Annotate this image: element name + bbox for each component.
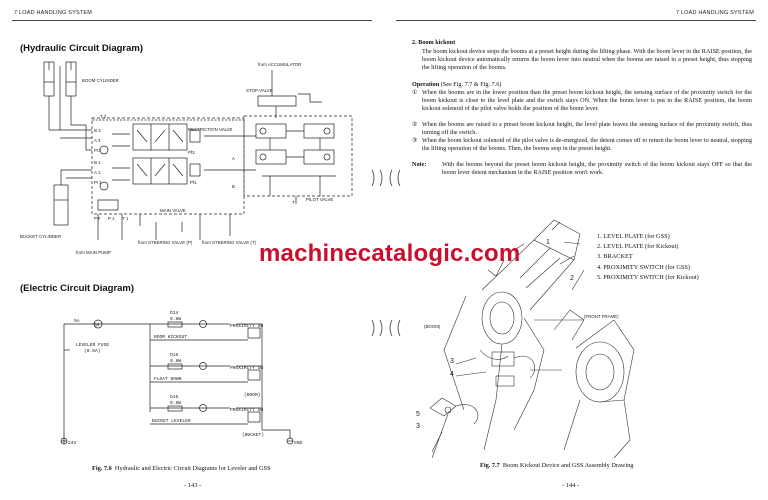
binding-marks xyxy=(371,169,401,187)
binding-marks-lower xyxy=(371,319,401,337)
svg-text:FLOAT DOWN: FLOAT DOWN xyxy=(154,376,182,382)
svg-text:BUCKET LEVELER: BUCKET LEVELER xyxy=(152,418,191,424)
boom-kickout-intro: The boom kickout device stops the booms … xyxy=(422,48,752,71)
operation-heading-line: Operation (See Fig. 7.7 & Fig. 7.6) xyxy=(412,81,752,89)
svg-text:B 3: B 3 xyxy=(94,128,101,133)
bucket-cylinder xyxy=(53,184,69,226)
svg-text:3: 3 xyxy=(450,358,454,365)
right-figure-label: Fig. 7.7 xyxy=(480,462,500,469)
svg-text:BOOM CYLINDER: BOOM CYLINDER xyxy=(82,78,119,83)
svg-text:A: A xyxy=(232,156,235,161)
svg-text:5A: 5A xyxy=(74,318,80,324)
svg-text:PROXIMITY SW: PROXIMITY SW xyxy=(230,365,263,371)
step-3-mark: ③ xyxy=(412,137,418,144)
operation-reference: (See Fig. 7.7 & Fig. 7.6) xyxy=(439,81,502,88)
left-figure-label: Fig. 7.6 xyxy=(92,465,112,472)
svg-text:0.8W: 0.8W xyxy=(170,316,181,322)
svg-text:MAIN VALVE: MAIN VALVE xyxy=(160,208,186,213)
svg-text:0.8W: 0.8W xyxy=(170,358,181,364)
parts-list: 1. LEVEL PLATE (for GSS) 2. LEVEL PLATE … xyxy=(597,232,699,283)
hydraulic-diagram-title: (Hydraulic Circuit Diagram) xyxy=(20,43,143,54)
svg-text:Pf3: Pf3 xyxy=(188,150,195,155)
svg-text:PROXIMITY SW: PROXIMITY SW xyxy=(230,323,263,329)
parts-list-item: 2. LEVEL PLATE (for Kickout) xyxy=(597,243,679,251)
valve-spool-2 xyxy=(132,157,188,185)
operation-step-1: When the booms are in the lower position… xyxy=(422,89,752,112)
svg-text:BUCKET CYLINDER: BUCKET CYLINDER xyxy=(20,234,61,239)
svg-text:from STEERING VALVE (P): from STEERING VALVE (P) xyxy=(138,240,193,245)
electric-circuit-diagram: 5A Q4 LEVELER FUSE (0.5A) D14 D15 D16 0.… xyxy=(60,310,303,446)
svg-text:LEVELER FUSE: LEVELER FUSE xyxy=(76,342,109,348)
right-page: 7 LOAD HANDLING SYSTEM 2. Boom kickout T… xyxy=(384,0,768,500)
svg-text:2: 2 xyxy=(570,275,574,282)
left-running-header: 7 LOAD HANDLING SYSTEM xyxy=(14,10,93,16)
operation-step-2: When the booms are raised to a preset bo… xyxy=(422,121,752,136)
right-running-header: 7 LOAD HANDLING SYSTEM xyxy=(675,10,754,16)
right-page-number: - 144 - xyxy=(562,482,580,489)
svg-text:24V: 24V xyxy=(68,440,77,446)
svg-text:BOOM KICKOUT: BOOM KICKOUT xyxy=(154,334,187,340)
svg-text:GND: GND xyxy=(294,440,303,446)
step-1-mark: ① xyxy=(412,89,418,96)
svg-text:T: T xyxy=(292,200,295,205)
left-header-rule xyxy=(12,20,372,21)
svg-text:Pi 1: Pi 1 xyxy=(94,180,102,185)
svg-text:0.8W: 0.8W xyxy=(170,400,181,406)
left-page: 7 LOAD HANDLING SYSTEM (Hydraulic Circui… xyxy=(12,10,372,489)
main-valve-outline xyxy=(91,117,245,215)
right-header-rule xyxy=(396,20,756,21)
note-text: With the booms beyond the preset boom ki… xyxy=(442,161,752,176)
svg-text:Pr3: Pr3 xyxy=(94,148,101,153)
svg-text:5: 5 xyxy=(416,411,420,418)
svg-text:T 2: T 2 xyxy=(100,114,107,119)
parts-list-item: 5. PROXIMITY SWITCH (for Kickout) xyxy=(597,273,699,281)
svg-text:from ACCUMULATOR: from ACCUMULATOR xyxy=(258,62,301,67)
svg-text:D14: D14 xyxy=(170,310,179,316)
valve-spool-1 xyxy=(132,123,188,151)
operation-heading: Operation xyxy=(412,81,440,88)
svg-text:1: 1 xyxy=(546,239,550,246)
operation-step-3: When the boom kickout solenoid of the pi… xyxy=(422,137,752,152)
right-figure-caption: Fig. 7.7 Boom Kickout Device and GSS Ass… xyxy=(480,462,633,469)
parts-list-item: 1. LEVEL PLATE (for GSS) xyxy=(597,233,670,240)
left-page-number: - 143 - xyxy=(184,482,202,489)
svg-text:STOP VALVE: STOP VALVE xyxy=(246,88,273,93)
electric-diagram-title: (Electric Circuit Diagram) xyxy=(20,283,135,294)
svg-text:B: B xyxy=(232,184,235,189)
svg-text:D16: D16 xyxy=(170,394,179,400)
svg-text:(0.5A): (0.5A) xyxy=(84,348,101,354)
svg-text:(BOOM): (BOOM) xyxy=(244,392,261,398)
svg-text:D15: D15 xyxy=(170,352,179,358)
svg-text:(BOOM): (BOOM) xyxy=(424,324,441,329)
svg-text:A 1: A 1 xyxy=(94,170,101,175)
svg-text:from MAIN PUMP: from MAIN PUMP xyxy=(76,250,111,255)
svg-text:B 1: B 1 xyxy=(94,160,101,165)
parts-list-item: 3. BRACKET xyxy=(597,253,633,261)
left-figure-caption: Fig. 7.6 Hydraulic and Electric Circuit … xyxy=(92,465,271,472)
svg-text:3: 3 xyxy=(416,423,420,430)
hydraulic-circuit-diagram: BOOM CYLINDER from ACCUMULATOR STOP VALV… xyxy=(20,61,353,255)
watermark-text: machinecatalogic.com xyxy=(259,240,521,267)
boom-kickout-assembly-drawing: (FRONT FRAME) (BOOM) 1 2 3 4 5 3 xyxy=(416,219,635,459)
boom-kickout-heading: 2. Boom kickout xyxy=(412,39,456,46)
right-figure-text: Boom Kickout Device and GSS Assembly Dra… xyxy=(502,462,634,469)
parts-list-item: 4. PROXIMITY SWITCH (for GSS) xyxy=(597,263,690,271)
svg-text:from STEERING VALVE (T): from STEERING VALVE (T) xyxy=(202,240,257,245)
svg-text:A 3: A 3 xyxy=(94,138,101,143)
svg-text:RESTRICTION VALVE: RESTRICTION VALVE xyxy=(188,127,233,132)
step-2-mark: ② xyxy=(412,121,418,128)
svg-text:PILOT VALVE: PILOT VALVE xyxy=(306,197,333,202)
pilot-valve-outline xyxy=(243,115,353,197)
svg-text:Q4: Q4 xyxy=(94,322,100,328)
svg-text:(FRONT FRAME): (FRONT FRAME) xyxy=(584,314,619,319)
left-figure-text: Hydraulic and Electric Circuit Diagrams … xyxy=(114,465,271,472)
note-label: Note: xyxy=(412,161,427,168)
svg-text:4: 4 xyxy=(450,371,454,378)
svg-text:PROXIMITY SW: PROXIMITY SW xyxy=(230,407,263,413)
svg-text:(BUCKET): (BUCKET) xyxy=(242,432,264,438)
svg-text:P 1: P 1 xyxy=(108,216,115,221)
svg-text:P F: P F xyxy=(94,216,101,221)
svg-text:T 1: T 1 xyxy=(122,216,129,221)
svg-text:Pf1: Pf1 xyxy=(190,180,197,185)
